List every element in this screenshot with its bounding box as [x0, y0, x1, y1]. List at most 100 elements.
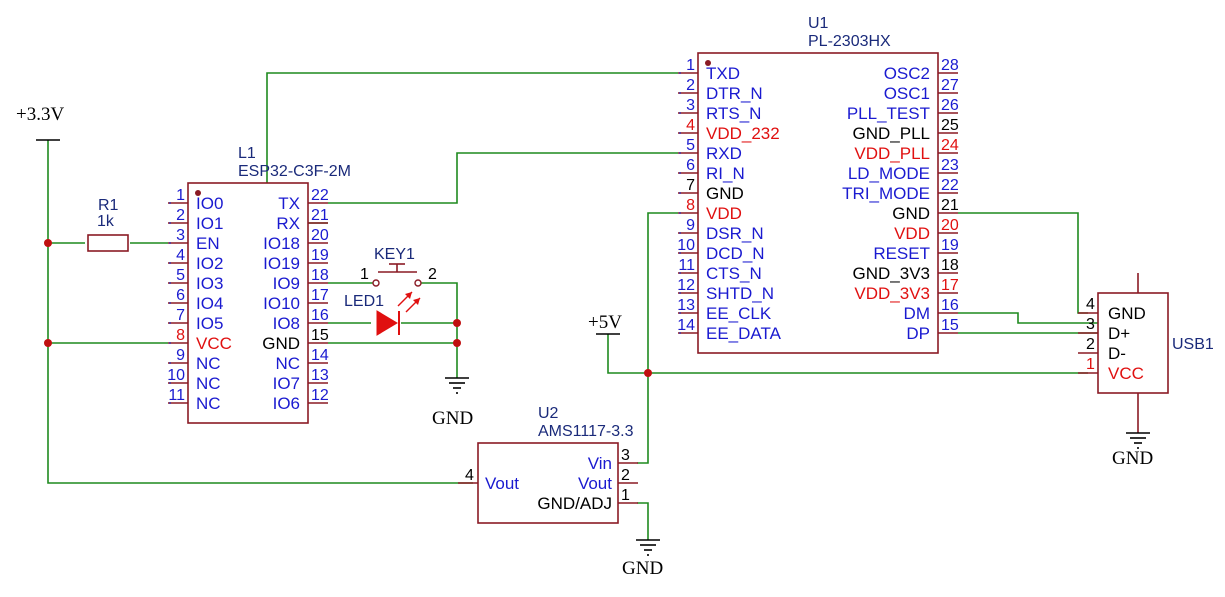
- net-label-gnd: GND: [432, 408, 473, 429]
- u1-pin-name: LD_MODE: [848, 164, 930, 183]
- gnd-symbol-key: GND: [432, 377, 473, 429]
- r1-designator: R1: [98, 197, 119, 214]
- u1-pin-name: TXD: [706, 64, 740, 83]
- l1-pin-num: 3: [176, 227, 185, 244]
- net-label-gnd: GND: [1112, 448, 1153, 469]
- l1-pin-name: NC: [196, 354, 221, 373]
- u1-pin-num: 27: [941, 77, 959, 94]
- u1-pin-name: VDD_232: [706, 124, 780, 143]
- wire-5v-rail: [607, 334, 1088, 374]
- u1-pin-name: RESET: [873, 244, 930, 263]
- l1-pin-num: 2: [176, 207, 185, 224]
- junction: [44, 339, 52, 347]
- u1-pin-num: 2: [686, 77, 695, 94]
- l1-pin-name: NC: [196, 394, 221, 413]
- power-5v: +5V: [588, 312, 622, 335]
- wire-tx-to-rxd: [328, 152, 678, 204]
- junction: [453, 319, 461, 327]
- u1-pin-name: RI_N: [706, 164, 745, 183]
- l1-pin-num: 9: [176, 347, 185, 364]
- usb1-designator: USB1: [1172, 336, 1214, 353]
- wire-vdd-to-5v: [637, 212, 678, 464]
- l1-pin-name: EN: [196, 234, 220, 253]
- l1-pin-name: IO3: [196, 274, 223, 293]
- u1-pin-num: 3: [686, 97, 695, 114]
- junction: [644, 369, 652, 377]
- l1-pin-num: 21: [311, 207, 329, 224]
- usb1-pin-num: 1: [1086, 356, 1095, 373]
- u1-pin-num: 4: [686, 117, 695, 134]
- u1-pin-num: 18: [941, 257, 959, 274]
- u1-pin-num: 11: [678, 257, 695, 274]
- u2-part: AMS1117-3.3: [538, 423, 634, 440]
- u1-pin-name: VDD_PLL: [854, 144, 930, 163]
- l1-pin-num: 4: [176, 247, 185, 264]
- usb1-pin-num: 4: [1086, 296, 1095, 313]
- u1-designator: U1: [808, 15, 829, 32]
- l1-pin-num: 12: [311, 387, 329, 404]
- u1-pin-name: OSC1: [884, 84, 930, 103]
- u1-pin-num: 13: [677, 297, 695, 314]
- u2-pin-num: 3: [621, 447, 630, 464]
- l1-pin-name: IO19: [263, 254, 300, 273]
- wire-u2-gnd: [637, 502, 649, 540]
- u1-pin-num: 19: [941, 237, 959, 254]
- l1-pin-num: 5: [176, 267, 185, 284]
- l1-pin-name: IO1: [196, 214, 223, 233]
- u2-pin-name: Vin: [588, 454, 612, 473]
- u2-designator: U2: [538, 405, 559, 422]
- key1-designator: KEY1: [374, 246, 415, 263]
- u1-pin-name: VDD: [706, 204, 742, 223]
- key1-pin-num: 1: [360, 266, 369, 283]
- u1-pin-name: DP: [906, 324, 930, 343]
- led-led1: LED1: [344, 291, 421, 336]
- l1-pin-name: IO0: [196, 194, 223, 213]
- gnd-symbol-u2: GND: [622, 539, 663, 579]
- l1-pin-name: IO2: [196, 254, 223, 273]
- u1-pin-name: PLL_TEST: [847, 104, 930, 123]
- usb1-pin-name: D-: [1108, 344, 1126, 363]
- l1-pin-num: 17: [311, 287, 329, 304]
- u1-pin-num: 23: [941, 157, 959, 174]
- l1-pin-num: 19: [311, 247, 329, 264]
- u1-pin-name: CTS_N: [706, 264, 762, 283]
- l1-pin-num: 22: [311, 187, 329, 204]
- u1-pin-num: 26: [941, 97, 959, 114]
- u1-pin-name: RTS_N: [706, 104, 761, 123]
- u2-pin-name: Vout: [485, 474, 519, 493]
- l1-pin-num: 13: [311, 367, 329, 384]
- l1-pin-name: NC: [275, 354, 300, 373]
- junctions: [44, 239, 652, 377]
- chip-u2-ams1117: U2 AMS1117-3.3 3 2 1 4 Vin Vout GND/ADJ …: [458, 405, 638, 524]
- l1-pin-name: IO10: [263, 294, 300, 313]
- l1-part: ESP32-C3F-2M: [238, 163, 351, 180]
- power-3v3: +3.3V: [16, 104, 64, 141]
- l1-pin-name: IO7: [273, 374, 300, 393]
- u1-pin-name: GND: [892, 204, 930, 223]
- l1-pin-name: IO4: [196, 294, 223, 313]
- gnd-symbol-usb: GND: [1112, 393, 1153, 469]
- key1-pin-num: 2: [428, 266, 437, 283]
- u1-pin-num: 21: [941, 197, 959, 214]
- u1-pin-name: VDD: [894, 224, 930, 243]
- l1-pin-num: 18: [311, 267, 329, 284]
- l1-pin-num: 8: [176, 327, 185, 344]
- l1-designator: L1: [238, 145, 256, 162]
- u1-pin-num: 14: [677, 317, 695, 334]
- l1-pin-name: TX: [278, 194, 300, 213]
- wire-3v3-rail: [47, 140, 473, 484]
- usb1-pin-num: 3: [1086, 316, 1095, 333]
- net-label-gnd: GND: [622, 558, 663, 579]
- u1-pin-name: GND: [706, 184, 744, 203]
- usb1-pin-num: 2: [1086, 336, 1095, 353]
- l1-pin-name: VCC: [196, 334, 232, 353]
- u2-pin-num: 2: [621, 467, 630, 484]
- u1-pin-name: RXD: [706, 144, 742, 163]
- l1-pin-name: RX: [276, 214, 300, 233]
- u1-pin-num: 5: [686, 137, 695, 154]
- u1-pin-name: OSC2: [884, 64, 930, 83]
